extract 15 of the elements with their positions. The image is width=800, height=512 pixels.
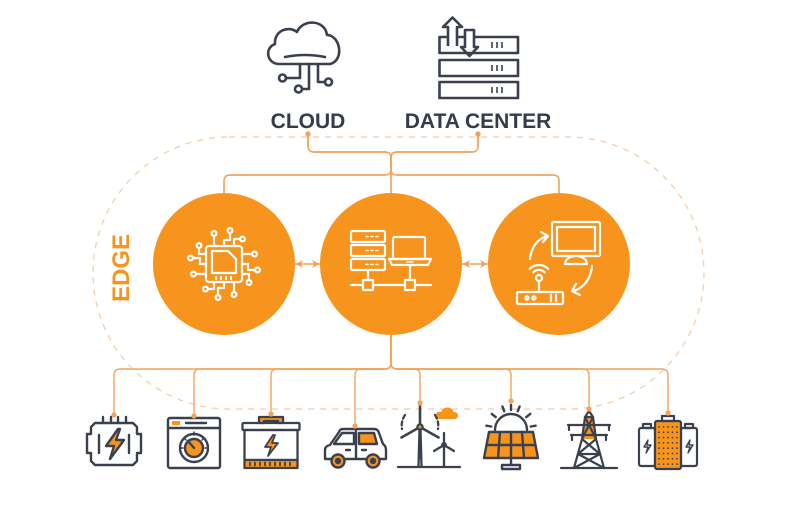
double-arrow xyxy=(295,260,320,268)
vertical-label: EDGE xyxy=(109,234,135,302)
chip-lightning-icon xyxy=(85,415,143,467)
car-icon xyxy=(322,426,388,470)
double-arrow xyxy=(462,260,488,268)
power-tower-icon xyxy=(558,409,620,471)
wind-turbine-icon xyxy=(396,403,462,471)
connector-line xyxy=(390,335,671,416)
solar-panel-icon xyxy=(481,401,541,471)
battery-icon xyxy=(241,414,301,470)
connector-line xyxy=(390,131,560,193)
gauge-panel-icon xyxy=(166,416,222,470)
node-label: CLOUD xyxy=(270,110,346,134)
battery-cells-icon xyxy=(637,413,699,471)
node-label: DATA CENTER xyxy=(404,110,552,134)
